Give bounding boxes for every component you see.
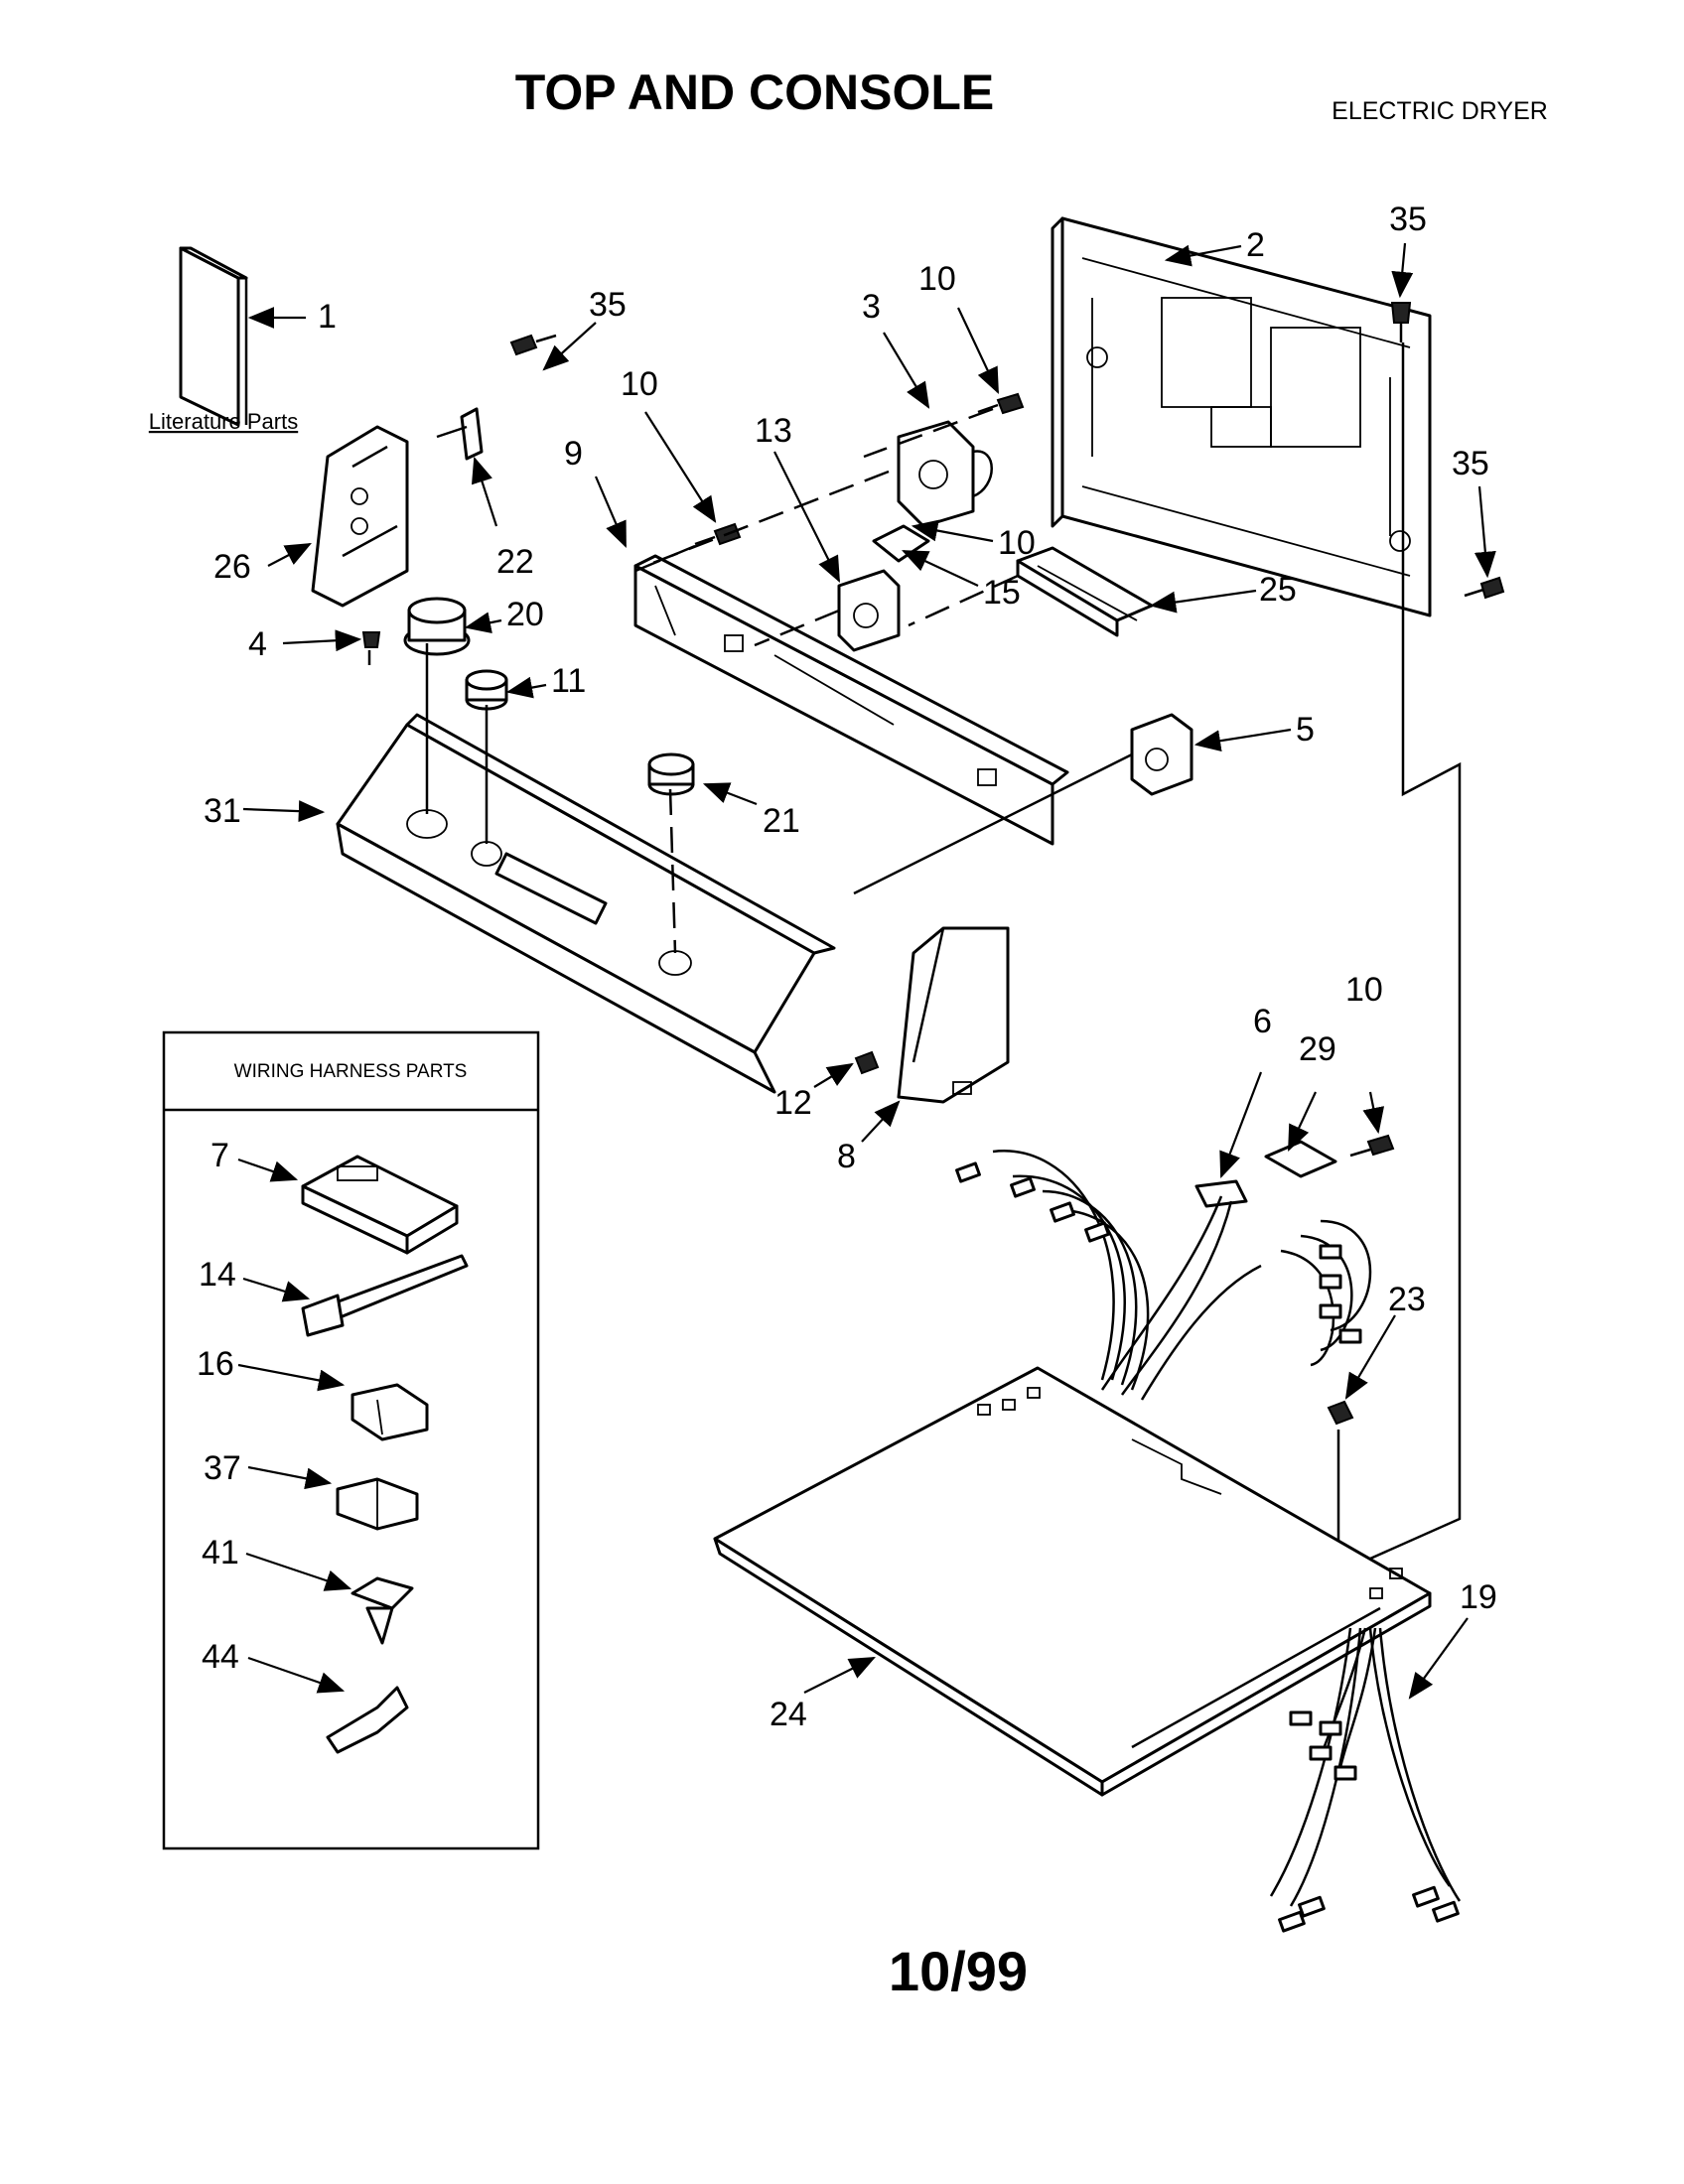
knob-11 [465,669,508,711]
callout-19: 19 [1460,1578,1497,1616]
date-code: 10/99 [889,1940,1028,2002]
rear-panel [1051,216,1432,617]
callout-16: 16 [197,1345,234,1383]
callout-14: 14 [199,1256,236,1294]
callout-10d: 10 [1345,971,1383,1009]
wire-harness [955,1140,1372,1401]
callout-44: 44 [202,1638,239,1676]
callout-9: 9 [564,435,583,473]
callout-numbers: 1 2 3 35 10 35 10 13 9 10 35 26 22 15 25… [197,201,1497,1733]
knob-21 [647,752,695,796]
callout-26: 26 [213,548,251,586]
callout-11: 11 [551,662,586,700]
screw-10-a [977,392,1025,415]
clip-23 [1327,1400,1354,1426]
harness-part-14 [301,1254,469,1337]
switch-5 [1130,713,1193,796]
callout-31: 31 [204,792,241,830]
callout-arrows [237,242,1496,1700]
harness-box-title: WIRING HARNESS PARTS [234,1061,468,1082]
timer [897,420,993,528]
callout-10b: 10 [621,365,658,403]
console-panel [336,713,836,1094]
screw-10-b [694,522,742,546]
harness-part-16 [351,1383,429,1441]
harness-parts-box [162,1030,540,1850]
page-title: TOP AND CONSOLE [515,65,994,120]
callout-15: 15 [983,574,1021,612]
callout-37: 37 [204,1449,241,1487]
callout-7: 7 [210,1137,229,1174]
callout-2: 2 [1246,226,1265,264]
screw-35-right [1464,576,1505,600]
right-end-cap [897,926,1010,1104]
callout-23: 23 [1388,1281,1426,1318]
callout-4: 4 [248,625,267,663]
callout-21: 21 [763,802,800,840]
callout-12: 12 [774,1084,812,1122]
callout-35a: 35 [1389,201,1427,238]
literature-booklet [179,246,248,427]
harness-part-44 [326,1686,409,1754]
switch-13 [837,569,901,652]
callout-8: 8 [837,1138,856,1175]
buzzer [872,524,930,563]
harness-part-37 [336,1477,419,1531]
callout-35b: 35 [589,286,627,324]
callout-5: 5 [1296,711,1315,749]
literature-label: Literature Parts [149,409,298,434]
screw-4 [361,631,381,648]
console-bracket [633,554,1069,846]
screw-35-top [1390,302,1412,342]
callout-6: 6 [1253,1003,1272,1040]
screw-10-c [1349,1134,1395,1158]
callout-10c: 10 [998,524,1036,562]
connector-block-25 [1016,546,1154,637]
callout-41: 41 [202,1534,239,1571]
bracket-clip [436,407,484,461]
callout-22: 22 [496,543,534,581]
harness-part-7 [301,1155,459,1255]
callout-24: 24 [770,1696,807,1733]
page-subtitle: ELECTRIC DRYER [1332,97,1548,125]
left-end-cap [311,425,409,608]
callout-35c: 35 [1452,445,1489,482]
callout-20: 20 [506,596,544,633]
callout-25: 25 [1259,571,1297,609]
harness-part-41 [351,1576,414,1645]
screw-35-left [509,334,557,356]
callout-3: 3 [862,288,881,326]
callout-13: 13 [755,412,792,450]
callout-29: 29 [1299,1030,1336,1068]
callout-10a: 10 [918,260,956,298]
knob-20 [403,597,471,656]
callout-1: 1 [318,298,337,336]
screw-12 [854,1050,880,1075]
bottom-harness [1269,1627,1462,1933]
